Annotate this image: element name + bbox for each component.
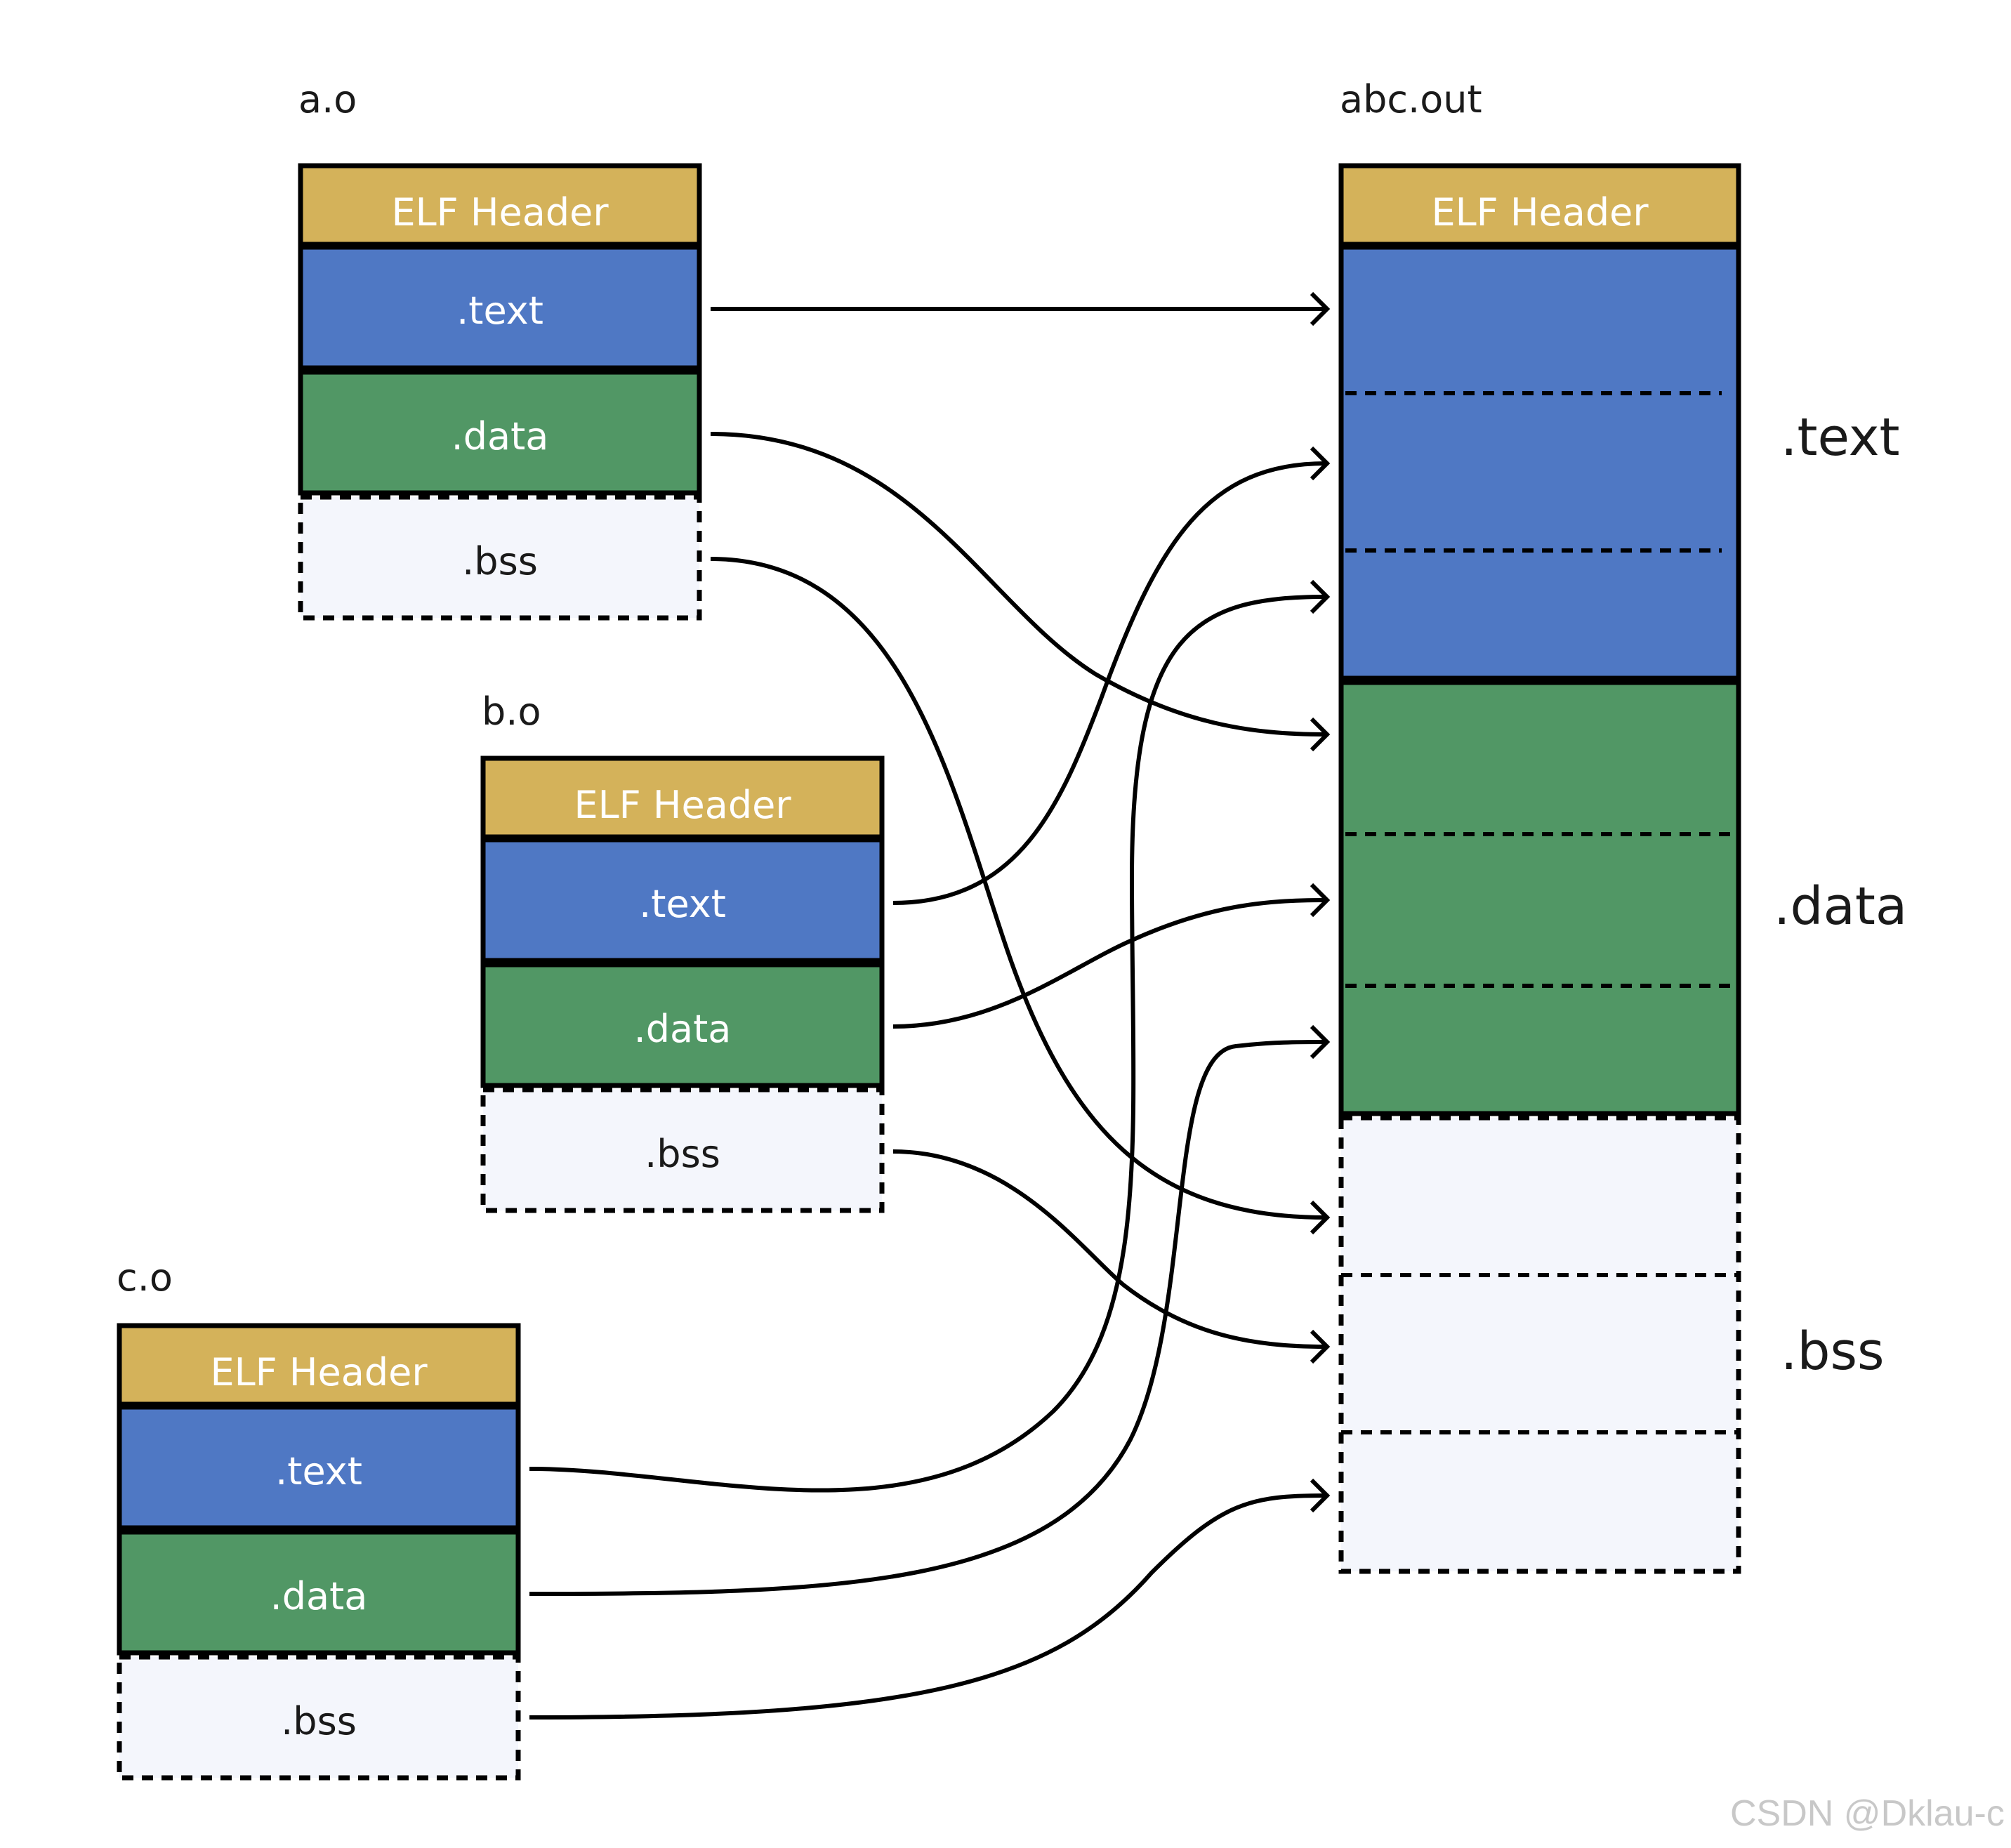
- elf-header-label: ELF Header: [210, 1350, 428, 1394]
- file-name-label: b.o: [482, 689, 541, 734]
- bss-section-block: [298, 494, 702, 621]
- object-file-b: b.o ELF Header .text .data .bss: [480, 689, 885, 1213]
- elf-header-block: [117, 1323, 521, 1407]
- output-file-abc-out: abc.out ELF Header .text .data .bss: [1338, 77, 1907, 1574]
- file-name-label: a.o: [298, 77, 357, 121]
- data-section-block: [117, 1529, 521, 1656]
- data-section-block: [298, 369, 702, 496]
- data-section-label: .data: [634, 1007, 732, 1051]
- elf-header-block: [298, 163, 702, 247]
- bss-section-label: .bss: [462, 539, 538, 583]
- text-section-block: [117, 1404, 521, 1531]
- arrow-a-bss: [710, 557, 1326, 1220]
- bss-section-label: .bss: [645, 1132, 720, 1176]
- arrowhead-icon: [1310, 291, 1331, 326]
- output-text-section-block: [1338, 244, 1741, 681]
- bss-section-label: .bss: [281, 1699, 357, 1743]
- object-file-c: c.o ELF Header .text .data .bss: [117, 1255, 521, 1781]
- arrow-c-data: [529, 1040, 1326, 1596]
- output-data-side-label: .data: [1774, 876, 1907, 937]
- arrow-b-data: [892, 898, 1326, 1029]
- arrowhead-icon: [1310, 1329, 1331, 1364]
- elf-header-label: ELF Header: [574, 783, 791, 827]
- output-text-side-label: .text: [1781, 407, 1900, 468]
- arrow-c-bss: [529, 1493, 1326, 1720]
- arrow-a-data: [710, 432, 1326, 737]
- arrow-b-bss: [892, 1149, 1326, 1349]
- arrowhead-icon: [1310, 717, 1331, 752]
- file-name-label: c.o: [117, 1255, 173, 1300]
- elf-header-block: [480, 755, 885, 840]
- output-elf-header-label: ELF Header: [1431, 190, 1649, 235]
- text-section-block: [298, 244, 702, 371]
- data-section-label: .data: [270, 1574, 368, 1618]
- object-file-a: a.o ELF Header .text .data .bss: [298, 77, 702, 621]
- arrow-c-text: [529, 595, 1326, 1493]
- data-section-block: [480, 962, 885, 1088]
- arrowhead-icon: [1310, 446, 1331, 481]
- arrowhead-icon: [1310, 1200, 1331, 1235]
- output-elf-header-block: [1338, 163, 1741, 247]
- output-file-name-label: abc.out: [1340, 77, 1482, 121]
- output-data-section-block: [1338, 680, 1741, 1116]
- output-bss-section-block: [1338, 1115, 1741, 1574]
- bss-section-block: [117, 1654, 521, 1781]
- text-section-label: .text: [639, 882, 726, 926]
- arrowhead-icon: [1310, 579, 1331, 614]
- text-section-block: [480, 837, 885, 963]
- data-section-label: .data: [451, 414, 549, 458]
- watermark: CSDN @Dklau-c: [1730, 1793, 2005, 1834]
- output-bss-side-label: .bss: [1781, 1321, 1885, 1382]
- elf-header-label: ELF Header: [391, 190, 609, 235]
- bss-section-block: [480, 1087, 885, 1213]
- arrowhead-icon: [1310, 1478, 1331, 1513]
- arrow-b-text: [892, 461, 1326, 905]
- text-section-label: .text: [456, 289, 543, 333]
- text-section-label: .text: [275, 1449, 362, 1493]
- arrowhead-icon: [1310, 1024, 1331, 1060]
- arrowhead-icon: [1310, 883, 1331, 918]
- connectors: [529, 291, 1331, 1720]
